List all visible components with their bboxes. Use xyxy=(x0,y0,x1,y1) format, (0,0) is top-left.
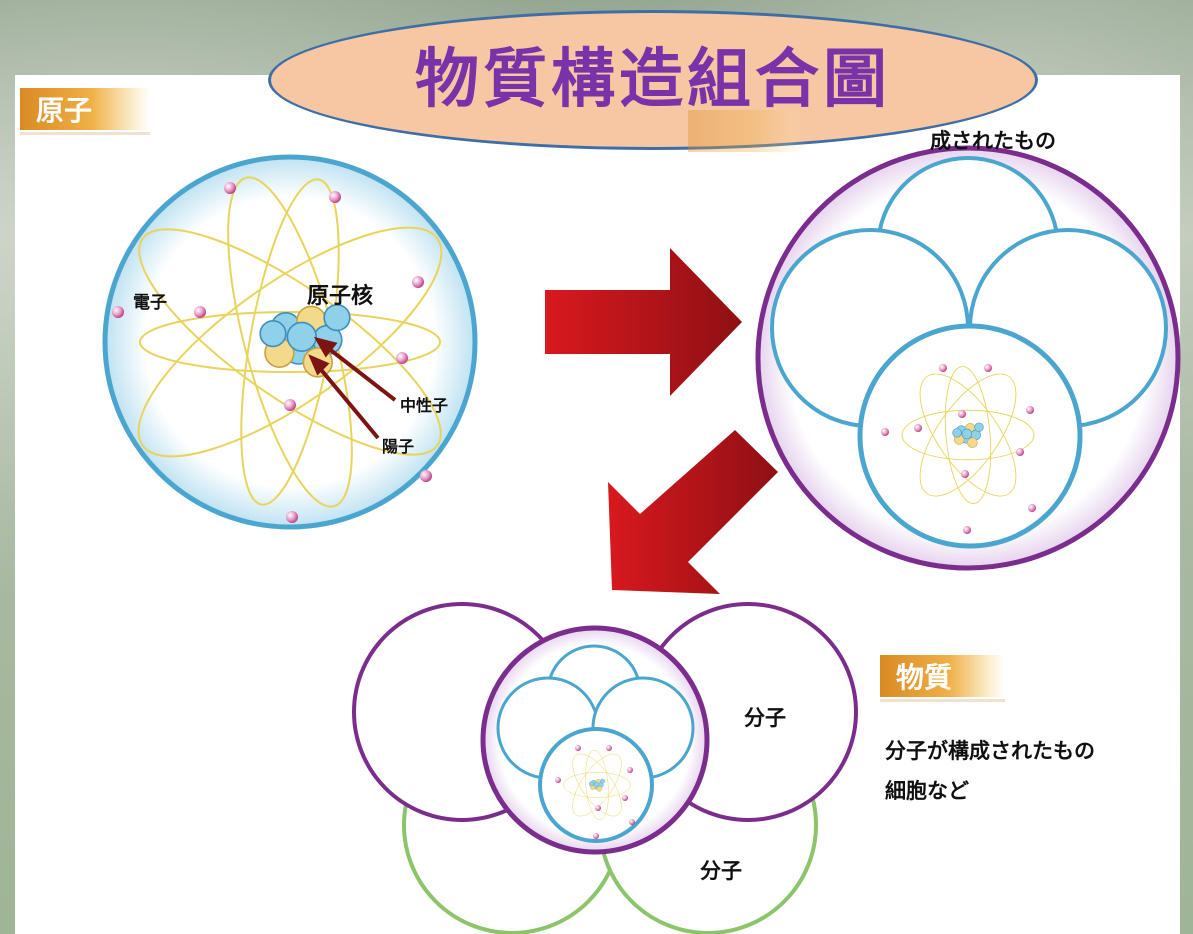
molecule-label-upper: 分子 xyxy=(744,706,786,730)
matter-electrons xyxy=(555,745,635,839)
molecule-label-lower: 分子 xyxy=(700,859,742,883)
molecule-sphere xyxy=(755,145,1181,571)
matter-tab: 物質 xyxy=(880,655,1005,702)
atom-tab: 原子 xyxy=(20,88,150,135)
molecule-tab-hidden xyxy=(688,110,808,152)
atom-tab-underline xyxy=(20,132,150,135)
electron-label: 電子 xyxy=(133,293,167,313)
matter-group xyxy=(352,602,858,934)
title-banner: 物質構造組合圖 xyxy=(268,10,1038,150)
arrow-down-left xyxy=(608,430,778,594)
molecule-electrons xyxy=(881,364,1036,534)
matter-description-line2: 細胞など xyxy=(885,779,969,803)
atom-tab-label: 原子 xyxy=(36,94,93,127)
nucleus-label: 原子核 xyxy=(307,284,374,309)
matter-description-line1: 分子が構成されたもの xyxy=(885,739,1095,763)
page-title: 物質構造組合圖 xyxy=(415,43,891,117)
proton-label: 陽子 xyxy=(382,437,415,456)
neutron-label: 中性子 xyxy=(400,396,449,415)
arrow-right xyxy=(545,248,742,396)
molecule-caption-partial: 成されたもの xyxy=(930,129,1056,153)
atom-sphere xyxy=(102,154,478,530)
matter-tab-underline xyxy=(880,699,1005,702)
pointer-arrows xyxy=(308,336,397,440)
electrons xyxy=(112,182,432,523)
matter-tab-label: 物質 xyxy=(896,661,953,694)
